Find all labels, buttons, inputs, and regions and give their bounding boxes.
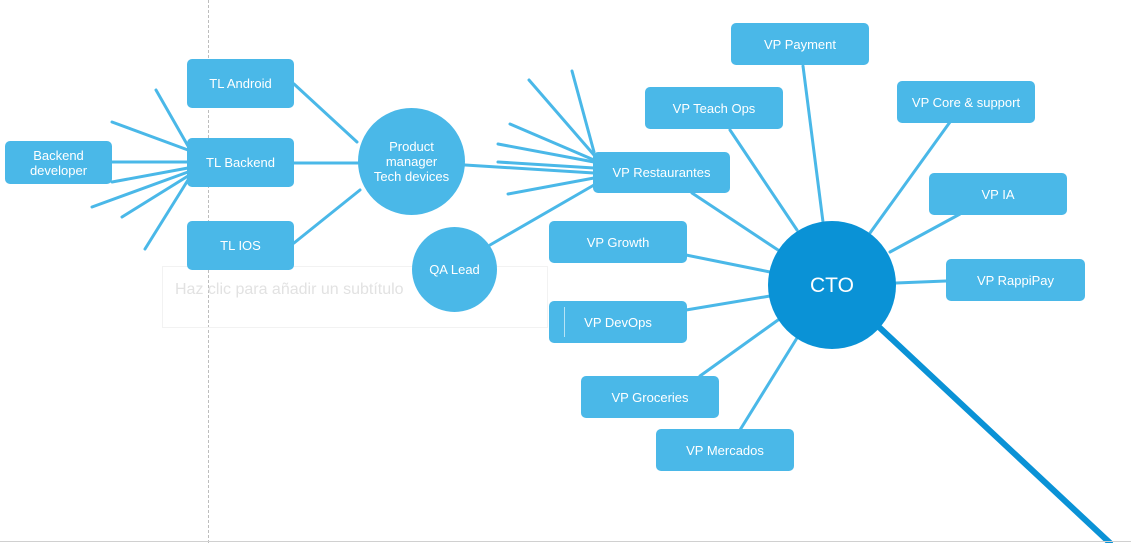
node-vp-payment[interactable]: VP Payment <box>731 23 869 65</box>
link-cto-vp-mercados <box>738 336 799 432</box>
fan-line-tlb-3 <box>110 166 190 184</box>
fan-line-vpr-2 <box>527 78 596 157</box>
node-vp-ia[interactable]: VP IA <box>929 173 1067 215</box>
link-cto-vp-core-support <box>868 120 952 235</box>
node-tl-android[interactable]: TL Android <box>187 59 294 108</box>
link-pm-tl-ios <box>292 188 362 245</box>
node-backend-developer[interactable]: Backend developer <box>5 141 112 184</box>
node-vp-core-support[interactable]: VP Core & support <box>897 81 1035 123</box>
fan-line-vpr-6 <box>506 176 596 196</box>
node-tl-backend[interactable]: TL Backend <box>187 138 294 187</box>
fan-line-tlb-4 <box>90 170 190 209</box>
node-vp-devops[interactable]: VP DevOps <box>549 301 687 343</box>
link-cto-vp-teach-ops <box>728 128 799 232</box>
fan-line-tlb-2 <box>110 120 190 152</box>
link-cto-vp-growth <box>684 253 772 274</box>
link-cto-vp-devops <box>684 294 772 312</box>
fan-line-vpr-4 <box>496 142 596 164</box>
node-cto[interactable]: CTO <box>768 221 896 349</box>
node-qa-lead[interactable]: QA Lead <box>412 227 497 312</box>
subtitle-placeholder-box[interactable]: Haz clic para añadir un subtítulo <box>162 266 548 328</box>
link-cto-vp-restaurantes <box>690 191 780 252</box>
node-vp-groceries[interactable]: VP Groceries <box>581 376 719 418</box>
link-vpr-product-manager <box>463 163 596 175</box>
fan-line-vpr-5 <box>496 160 596 170</box>
slide-guide-horizontal <box>0 541 1131 542</box>
link-cto-thick-offpage <box>877 325 1113 543</box>
fan-line-vpr-3 <box>508 122 596 162</box>
slide-guide-vertical <box>208 0 209 543</box>
node-vp-growth[interactable]: VP Growth <box>549 221 687 263</box>
link-cto-vp-payment <box>801 64 825 224</box>
selection-edge-mark <box>564 307 565 337</box>
node-vp-restaurantes[interactable]: VP Restaurantes <box>593 152 730 193</box>
link-cto-vp-ia <box>888 212 962 254</box>
link-cto-vp-groceries <box>698 318 780 378</box>
node-product-manager[interactable]: Product manager Tech devices <box>358 108 465 215</box>
fan-line-tlb-5 <box>120 174 190 219</box>
node-vp-teach-ops[interactable]: VP Teach Ops <box>645 87 783 129</box>
fan-line-tlb-6 <box>143 178 190 251</box>
fan-line-tlb-1 <box>154 88 190 148</box>
link-vpr-qa-lead <box>488 183 596 247</box>
link-cto-vp-rappipay <box>894 279 948 285</box>
node-tl-ios[interactable]: TL IOS <box>187 221 294 270</box>
node-vp-mercados[interactable]: VP Mercados <box>656 429 794 471</box>
fan-line-vpr-1 <box>570 69 596 154</box>
subtitle-placeholder-text: Haz clic para añadir un subtítulo <box>175 281 404 298</box>
link-pm-tl-android <box>292 82 359 144</box>
node-vp-rappipay[interactable]: VP RappiPay <box>946 259 1085 301</box>
